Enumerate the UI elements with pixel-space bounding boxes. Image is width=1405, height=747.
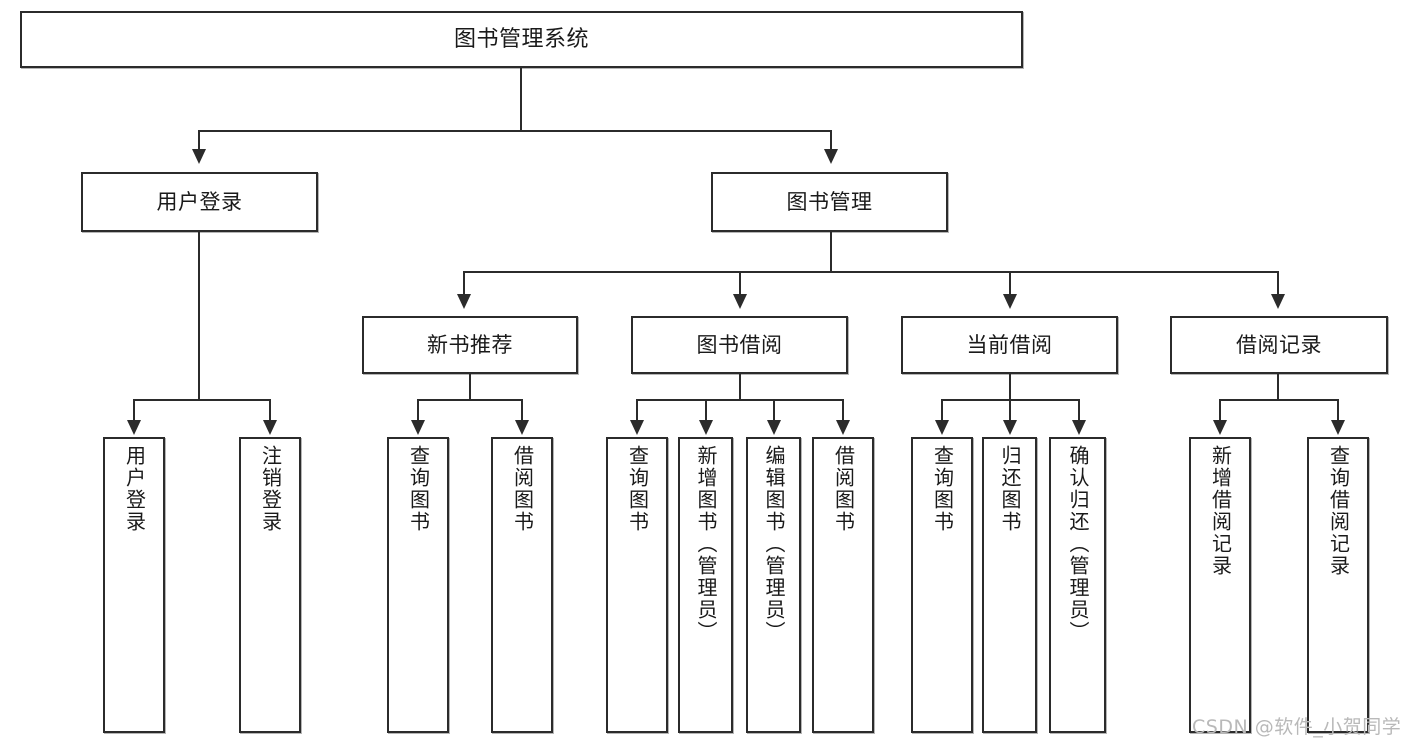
node-label: 图书管理系统 (453, 26, 589, 52)
node-label: 归还图书 (998, 445, 1022, 533)
leaf-book-borrow-borrow[interactable]: 借阅图书 (812, 437, 874, 733)
arrowhead-current-borrow-leaf-2 (1003, 420, 1017, 435)
node-label: 查询借阅记录 (1326, 445, 1351, 577)
connector-book-borrow-bus (636, 399, 844, 401)
arrowhead-user-login-leaf-2 (263, 420, 277, 435)
connector-borrow-record-bus (1219, 399, 1337, 401)
node-label: 借阅记录 (1236, 332, 1322, 357)
connector-book-manage-stem (830, 232, 832, 272)
connector-book-manage-drop-1 (463, 271, 465, 295)
node-label: 用户登录 (122, 445, 147, 533)
arrowhead-book-borrow-leaf-3 (767, 420, 781, 435)
leaf-current-borrow-query[interactable]: 查询图书 (911, 437, 973, 733)
arrowhead-to-borrow-record (1271, 294, 1285, 309)
node-book-borrow[interactable]: 图书借阅 (631, 316, 848, 374)
arrowhead-user-login-leaf-1 (127, 420, 141, 435)
connector-user-login-drop-1 (133, 399, 135, 421)
leaf-book-borrow-query[interactable]: 查询图书 (606, 437, 668, 733)
connector-book-borrow-drop-2 (705, 399, 707, 421)
node-label: 新书推荐 (427, 332, 513, 357)
node-label: 注销登录 (258, 445, 283, 533)
arrowhead-current-borrow-leaf-1 (935, 420, 949, 435)
node-user-login[interactable]: 用户登录 (81, 172, 318, 232)
leaf-current-borrow-return[interactable]: 归还图书 (982, 437, 1037, 733)
leaf-book-borrow-edit[interactable]: 编辑图书（管理员） (746, 437, 801, 733)
arrowhead-current-borrow-leaf-3 (1072, 420, 1086, 435)
leaf-new-book-borrow[interactable]: 借阅图书 (491, 437, 553, 733)
node-label: 用户登录 (156, 189, 243, 214)
connector-root-drop-left (198, 130, 200, 150)
connector-new-book-drop-1 (417, 399, 419, 421)
node-label: 借阅图书 (510, 445, 535, 533)
connector-current-borrow-drop-1 (941, 399, 943, 421)
connector-user-login-stem (198, 232, 200, 400)
connector-new-book-drop-2 (521, 399, 523, 421)
watermark-credit: CSDN @软件_小贺同学 (1192, 716, 1402, 738)
connector-user-login-drop-2 (269, 399, 271, 421)
arrowhead-to-current-borrow (1003, 294, 1017, 309)
connector-book-manage-drop-2 (739, 271, 741, 295)
node-root-system[interactable]: 图书管理系统 (20, 11, 1023, 68)
connector-user-login-bus (133, 399, 270, 401)
connector-current-borrow-drop-2 (1009, 399, 1011, 421)
node-current-borrow[interactable]: 当前借阅 (901, 316, 1118, 374)
node-book-management[interactable]: 图书管理 (711, 172, 948, 232)
arrowhead-to-book-borrow (733, 294, 747, 309)
leaf-user-login-login[interactable]: 用户登录 (103, 437, 165, 733)
node-label: 借阅图书 (831, 445, 856, 533)
node-label: 新增图书（管理员） (694, 445, 718, 643)
node-label: 新增借阅记录 (1208, 445, 1233, 577)
arrowhead-borrow-record-leaf-1 (1213, 420, 1227, 435)
node-label: 当前借阅 (966, 332, 1053, 357)
leaf-user-login-logout[interactable]: 注销登录 (239, 437, 301, 733)
node-label: 查询图书 (930, 445, 955, 533)
node-label: 图书借阅 (696, 332, 783, 357)
arrowhead-book-borrow-leaf-4 (836, 420, 850, 435)
connector-borrow-record-drop-1 (1219, 399, 1221, 421)
connector-book-borrow-stem (739, 374, 741, 400)
node-label: 查询图书 (406, 445, 431, 533)
arrowhead-new-book-leaf-1 (411, 420, 425, 435)
connector-book-manage-drop-3 (1009, 271, 1011, 295)
leaf-book-borrow-add[interactable]: 新增图书（管理员） (678, 437, 733, 733)
connector-new-book-stem (469, 374, 471, 400)
node-borrow-record[interactable]: 借阅记录 (1170, 316, 1388, 374)
connector-book-manage-drop-4 (1277, 271, 1279, 295)
leaf-current-borrow-confirm[interactable]: 确认归还（管理员） (1049, 437, 1106, 733)
leaf-borrow-record-add[interactable]: 新增借阅记录 (1189, 437, 1251, 733)
arrowhead-borrow-record-leaf-2 (1331, 420, 1345, 435)
arrowhead-book-borrow-leaf-2 (699, 420, 713, 435)
connector-root-stem (520, 68, 522, 131)
connector-current-borrow-stem (1009, 374, 1011, 400)
arrowhead-book-borrow-leaf-1 (630, 420, 644, 435)
arrowhead-to-new-book (457, 294, 471, 309)
connector-book-borrow-drop-3 (773, 399, 775, 421)
node-label: 查询图书 (625, 445, 650, 533)
leaf-borrow-record-query[interactable]: 查询借阅记录 (1307, 437, 1369, 733)
connector-current-borrow-drop-3 (1078, 399, 1080, 421)
node-label: 编辑图书（管理员） (762, 445, 786, 643)
connector-root-drop-right (830, 130, 832, 150)
connector-root-bus (198, 130, 832, 132)
arrowhead-to-user-login (192, 149, 206, 164)
arrowhead-new-book-leaf-2 (515, 420, 529, 435)
connector-borrow-record-stem (1277, 374, 1279, 400)
node-label: 确认归还（管理员） (1066, 445, 1090, 643)
connector-new-book-bus (417, 399, 521, 401)
connector-book-manage-bus (463, 271, 1277, 273)
node-new-book-recommend[interactable]: 新书推荐 (362, 316, 578, 374)
node-label: 图书管理 (786, 189, 873, 214)
arrowhead-to-book-manage (824, 149, 838, 164)
connector-book-borrow-drop-1 (636, 399, 638, 421)
connector-borrow-record-drop-2 (1337, 399, 1339, 421)
leaf-new-book-query[interactable]: 查询图书 (387, 437, 449, 733)
connector-book-borrow-drop-4 (842, 399, 844, 421)
